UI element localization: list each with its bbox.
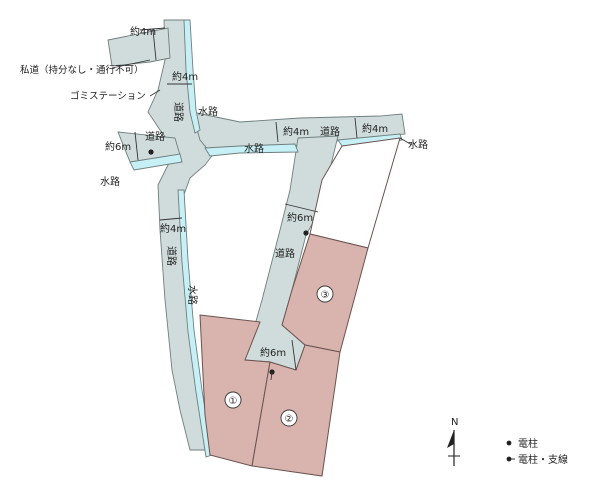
label-width-4m: 約4m xyxy=(172,70,198,83)
leader-garbage xyxy=(149,89,161,97)
label-road: 道路 xyxy=(165,246,178,266)
compass: N xyxy=(447,417,460,466)
dim-diagonal-6m xyxy=(284,203,319,213)
label-waterway: 水路 xyxy=(198,105,218,118)
label-road: 道路 xyxy=(145,130,165,143)
label-road: 道路 xyxy=(320,125,340,138)
lot-2-marker xyxy=(280,409,298,427)
dim-lower-west-4m xyxy=(159,217,183,221)
lot-1-number: ① xyxy=(229,396,238,407)
lot-3-marker xyxy=(316,285,334,303)
label-private-road: 私道（持分なし・通行不可） xyxy=(20,64,144,76)
dim-lower-6m xyxy=(291,339,297,371)
label-width-6m: 約6m xyxy=(260,346,286,359)
label-road: 道路 xyxy=(172,102,185,122)
waterway-stub-left xyxy=(129,153,183,171)
dim-ew-road-4m-b xyxy=(354,117,358,139)
leader-waterway-east xyxy=(399,137,413,146)
label-width-4m: 約4m xyxy=(362,122,388,135)
compass-arrowhead-icon xyxy=(447,430,454,448)
utility-pole xyxy=(148,149,154,155)
waterway-upper-east xyxy=(337,133,403,147)
label-road: 道路 xyxy=(275,247,295,260)
label-waterway: 水路 xyxy=(244,142,264,155)
label-width-4m: 約4m xyxy=(130,25,156,38)
label-waterway: 水路 xyxy=(100,175,120,188)
private-road xyxy=(107,27,171,67)
dim-private-road-4m xyxy=(139,27,166,61)
waterway-upper-channel xyxy=(204,143,299,157)
utility-pole xyxy=(303,230,309,236)
label-width-4m: 約4m xyxy=(283,125,309,138)
lot-2-number: ② xyxy=(285,414,294,425)
lot-3-number: ③ xyxy=(321,290,330,301)
pole-stay-line xyxy=(270,371,273,381)
label-width-4m: 約4m xyxy=(160,222,186,235)
leader-private-road xyxy=(111,59,151,69)
compass-north: N xyxy=(451,417,458,428)
label-width-6m: 約6m xyxy=(287,211,313,224)
label-width-6m: 約6m xyxy=(105,140,131,153)
legend-pole-label: 電柱 xyxy=(518,437,538,450)
legend: 電柱 電柱・支線 xyxy=(506,437,568,466)
dim-ew-road-4m-a xyxy=(275,121,279,143)
label-waterway: 水路 xyxy=(186,285,199,305)
lot-1-marker xyxy=(224,391,242,409)
label-waterway: 水路 xyxy=(408,138,428,151)
legend-pole-icon xyxy=(506,440,512,446)
label-garbage-station: ゴミステーション xyxy=(70,90,146,102)
dim-west-stub-6m xyxy=(134,131,139,161)
legend-pole-stay-label: 電柱・支線 xyxy=(518,453,568,466)
